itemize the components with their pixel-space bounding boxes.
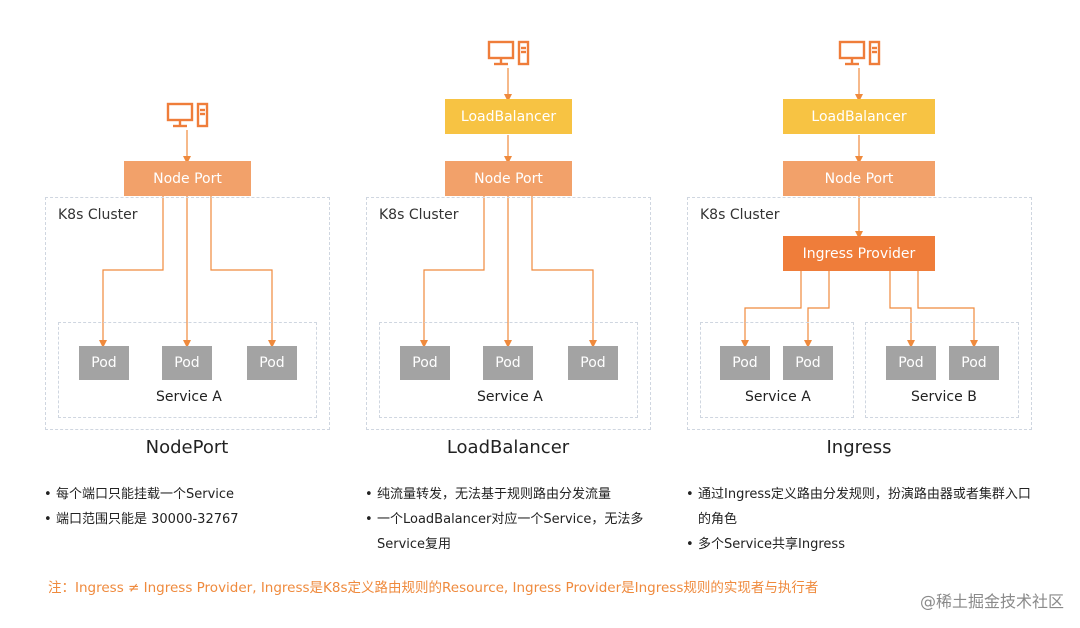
pod: Pod <box>568 346 618 380</box>
k8s-cluster <box>687 197 1032 430</box>
k8s-cluster <box>366 197 651 430</box>
column-title: Ingress <box>826 437 892 458</box>
note-item: 多个Service共享Ingress <box>686 532 1036 557</box>
computer-icon <box>166 102 209 128</box>
ingress-provider-box: Ingress Provider <box>783 236 935 271</box>
note-item: 一个LoadBalancer对应一个Service，无法多Service复用 <box>365 507 647 557</box>
pod: Pod <box>783 346 833 380</box>
service-box <box>379 322 638 418</box>
pod: Pod <box>720 346 770 380</box>
pod: Pod <box>79 346 129 380</box>
node-port-box: Node Port <box>445 161 572 196</box>
note-item: 每个端口只能挂载一个Service <box>44 482 324 507</box>
pod: Pod <box>162 346 212 380</box>
service-box <box>58 322 317 418</box>
computer-icon <box>838 40 881 66</box>
arrow <box>420 196 485 348</box>
column-title: NodePort <box>145 437 229 458</box>
k8s-cluster <box>45 197 330 430</box>
arrow <box>210 196 276 348</box>
notes-list: 每个端口只能挂载一个Service 端口范围只能是 30000-32767 <box>44 482 324 532</box>
pod: Pod <box>247 346 297 380</box>
cluster-label: K8s Cluster <box>58 207 138 223</box>
node-port-box: Node Port <box>124 161 251 196</box>
arrow <box>917 271 978 348</box>
service-a-label: Service A <box>745 389 811 405</box>
arrow <box>889 271 915 348</box>
note-item: 端口范围只能是 30000-32767 <box>44 507 324 532</box>
note-item: 纯流量转发，无法基于规则路由分发流量 <box>365 482 647 507</box>
loadbalancer-box: LoadBalancer <box>445 99 572 134</box>
pod: Pod <box>400 346 450 380</box>
arrow <box>804 271 830 348</box>
computer-icon <box>487 40 530 66</box>
loadbalancer-box: LoadBalancer <box>783 99 935 134</box>
pod: Pod <box>886 346 936 380</box>
arrow <box>99 196 164 348</box>
node-port-box: Node Port <box>783 161 935 196</box>
pod: Pod <box>483 346 533 380</box>
arrow <box>741 271 802 348</box>
service-b-box <box>865 322 1019 418</box>
cluster-label: K8s Cluster <box>379 207 459 223</box>
service-b-label: Service B <box>911 389 977 405</box>
column-title: LoadBalancer <box>446 437 570 458</box>
cluster-label: K8s Cluster <box>700 207 780 223</box>
notes-list: 通过Ingress定义路由分发规则，扮演路由器或者集群入口的角色 多个Servi… <box>686 482 1036 557</box>
notes-list: 纯流量转发，无法基于规则路由分发流量 一个LoadBalancer对应一个Ser… <box>365 482 647 557</box>
footnote: 注：Ingress ≠ Ingress Provider, Ingress是K8… <box>48 580 819 596</box>
pod: Pod <box>949 346 999 380</box>
service-label: Service A <box>477 389 543 405</box>
note-item: 通过Ingress定义路由分发规则，扮演路由器或者集群入口的角色 <box>686 482 1036 532</box>
arrow <box>531 196 597 348</box>
service-label: Service A <box>156 389 222 405</box>
watermark: @稀土掘金技术社区 <box>919 592 1064 611</box>
service-a-box <box>700 322 854 418</box>
